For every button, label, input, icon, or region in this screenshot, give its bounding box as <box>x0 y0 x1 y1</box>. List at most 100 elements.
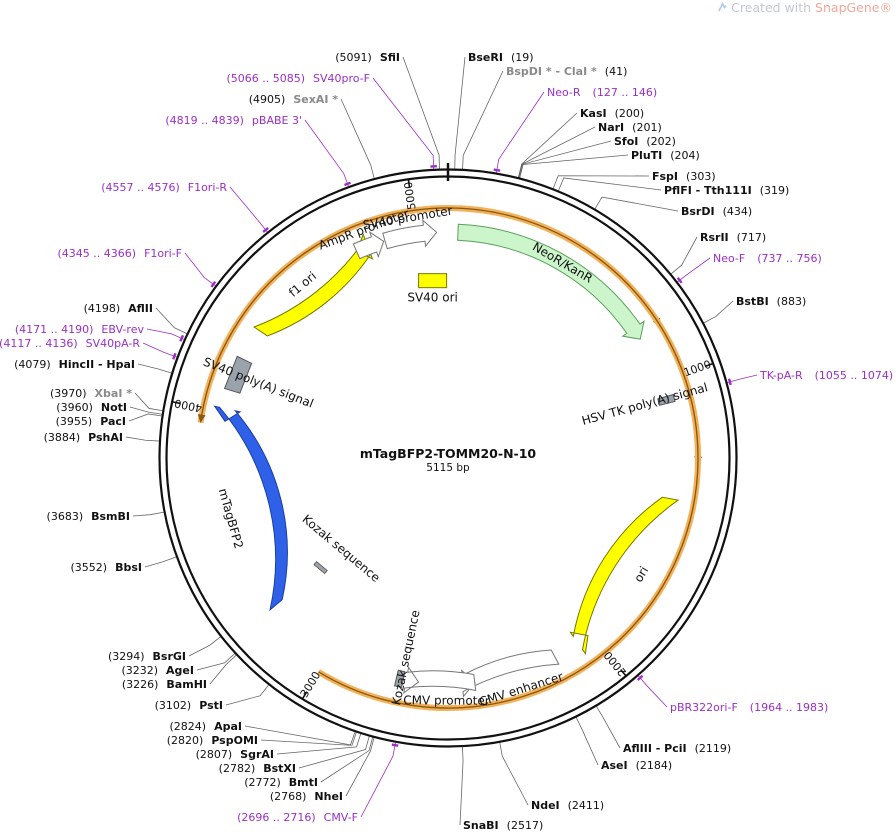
enzyme-leader <box>552 175 650 189</box>
feature-ampr-promoter[interactable] <box>352 230 385 260</box>
primer-name: Neo-R <box>547 86 581 99</box>
enzyme-site-agei[interactable]: (3232)AgeI <box>121 664 194 677</box>
enzyme-site-pspomi[interactable]: (2820)PspOMI <box>167 734 258 747</box>
enzyme-site-bmti[interactable]: (2772)BmtI <box>244 776 318 789</box>
enzyme-site-xbai[interactable]: (3970)XbaI * <box>50 387 132 400</box>
enzyme-leader <box>345 737 375 797</box>
enzyme-site-ndei[interactable]: NdeI(2411) <box>531 799 604 812</box>
primer-site-mark <box>210 280 217 288</box>
feature-hsv-tk-poly-a-signal[interactable] <box>657 393 676 406</box>
enzyme-leader <box>209 654 237 685</box>
enzyme-name: BseRI <box>468 51 503 64</box>
enzyme-name: PspOMI <box>211 734 258 747</box>
primer-site-mark <box>172 352 177 360</box>
enzyme-leader <box>144 556 177 568</box>
enzyme-site-noti[interactable]: (3960)NotI <box>56 401 127 414</box>
enzyme-site-bsrgi[interactable]: (3294)BsrGI <box>108 650 186 663</box>
primer-leader <box>677 257 711 283</box>
enzyme-position: (19) <box>511 51 534 64</box>
feature-kozak-sequence[interactable] <box>393 669 406 688</box>
tick-label: 1000 <box>682 358 713 380</box>
tick-label: 4000 <box>173 396 203 414</box>
tick-mark <box>301 691 308 699</box>
feature-sv40-promoter[interactable] <box>382 219 438 250</box>
feature-mtagbfp2[interactable] <box>213 405 288 612</box>
primer-site-tk-pa-r[interactable]: TK-pA-R(1055 .. 1074) <box>759 369 893 382</box>
feature-kozak-sequence-inner[interactable] <box>313 560 328 575</box>
feature-cmv-promoter[interactable] <box>403 666 477 695</box>
enzyme-position: (883) <box>777 295 807 308</box>
enzyme-site-nari[interactable]: NarI(201) <box>598 121 662 134</box>
primer-site-mark <box>636 674 644 681</box>
enzyme-site-fspi[interactable]: FspI(303) <box>652 170 716 183</box>
enzyme-site-bsrdi[interactable]: BsrDI(434) <box>681 205 752 218</box>
primer-site-neo-r[interactable]: Neo-R(127 .. 146) <box>547 86 657 99</box>
enzyme-site-asei[interactable]: AseI(2184) <box>601 759 672 772</box>
primer-leader <box>637 675 668 708</box>
enzyme-site-bstbi[interactable]: BstBI(883) <box>736 295 806 308</box>
enzyme-site-snabi[interactable]: SnaBI(2517) <box>463 819 543 832</box>
enzyme-site-bbsi[interactable]: (3552)BbsI <box>71 561 142 574</box>
enzyme-name: BsrDI <box>681 205 715 218</box>
enzyme-site-sfoi[interactable]: SfoI(202) <box>614 135 676 148</box>
enzyme-name: NheI <box>314 790 343 803</box>
primer-site-pbr322ori-f[interactable]: pBR322ori-F(1964 .. 1983) <box>670 701 828 714</box>
primer-site-f1ori-f[interactable]: (4345 .. 4366)F1ori-F <box>58 247 183 260</box>
enzyme-site-psti[interactable]: (3102)PstI <box>155 699 223 712</box>
primer-site-pbabe-3[interactable]: (4819 .. 4839)pBABE 3' <box>165 114 302 127</box>
enzyme-site-nhei[interactable]: (2768)NheI <box>270 790 343 803</box>
enzyme-name: PflFI - Tth111I <box>664 184 752 197</box>
primer-site-f1ori-r[interactable]: (4557 .. 4576)F1ori-R <box>101 181 227 194</box>
enzyme-site-hincii-hpai[interactable]: (4079)HincII - HpaI <box>14 358 135 371</box>
enzyme-leader <box>137 363 172 374</box>
feature-sv40-poly-a-signal[interactable] <box>223 355 253 394</box>
enzyme-site-afliii-pcii[interactable]: AflIII - PciI(2119) <box>623 742 731 755</box>
enzyme-name: BspDI * - ClaI * <box>506 65 597 78</box>
primer-site-mark <box>727 378 732 386</box>
primer-site-neo-f[interactable]: Neo-F(737 .. 756) <box>713 252 822 265</box>
enzyme-site-sgrai[interactable]: (2807)SgrAI <box>196 748 274 761</box>
enzyme-site-aflii[interactable]: (4198)AflII <box>84 302 153 315</box>
enzyme-site-sfii[interactable]: (5091)SfiI <box>335 51 400 64</box>
primer-leader <box>372 77 435 170</box>
orf-arc-core <box>199 207 699 709</box>
enzyme-site-rsrii[interactable]: RsrII(717) <box>700 231 766 244</box>
primer-name: TK-pA-R <box>759 369 803 382</box>
enzyme-site-kasi[interactable]: KasI (200) <box>580 107 644 120</box>
feature-label-mtagbfp2: mTagBFP2 <box>216 487 246 550</box>
enzyme-leader <box>402 56 440 170</box>
enzyme-name: FspI <box>652 170 678 183</box>
enzyme-position: (200) <box>615 107 645 120</box>
enzyme-leader <box>558 177 662 192</box>
enzyme-name: KasI <box>580 107 607 120</box>
feature-sv40-ori[interactable] <box>418 273 448 289</box>
enzyme-site-bstxi[interactable]: (2782)BstXI <box>219 762 296 775</box>
primer-name: pBR322ori-F <box>670 701 738 714</box>
enzyme-site-pshai[interactable]: (3884)PshAI <box>44 431 123 444</box>
enzyme-site-bseri[interactable]: BseRI (19) <box>468 51 534 64</box>
enzyme-site-pluti[interactable]: PluTI(204) <box>631 149 700 162</box>
enzyme-position: (202) <box>646 135 676 148</box>
plasmid-name: mTagBFP2-TOMM20-N-10 <box>360 446 537 461</box>
feature-label-sv40-poly-a-signal: SV40 poly(A) signal <box>201 355 315 411</box>
primer-site-sv40pa-r[interactable]: (4117 .. 4136)SV40pA-R <box>0 337 140 350</box>
enzyme-name: BamHI <box>166 678 207 691</box>
enzyme-site-bamhi[interactable]: (3226)BamHI <box>122 678 207 691</box>
feature-label-sv40-ori: SV40 ori <box>407 291 458 305</box>
enzyme-site-sexai[interactable]: (4905)SexAI * <box>249 93 338 106</box>
primer-site-cmv-f[interactable]: (2696 .. 2716)CMV-F <box>237 811 358 824</box>
primer-leader <box>360 742 396 818</box>
feature-ori[interactable] <box>569 496 680 655</box>
primer-site-sv40pro-f[interactable]: (5066 .. 5085)SV40pro-F <box>226 72 370 85</box>
enzyme-leader <box>575 716 599 766</box>
enzyme-name: ApaI <box>214 720 242 733</box>
enzyme-site-apai[interactable]: (2824)ApaI <box>170 720 242 733</box>
enzyme-site-paci[interactable]: (3955)PacI <box>56 415 126 428</box>
enzyme-site-bspdi-clai[interactable]: BspDI * - ClaI *(41) <box>506 65 627 78</box>
enzyme-leader <box>594 196 679 212</box>
feature-neor-kanr[interactable] <box>457 223 645 340</box>
enzyme-site-bsmbi[interactable]: (3683)BsmBI <box>47 510 130 523</box>
enzyme-site-pflfi-tth111i[interactable]: PflFI - Tth111I(319) <box>664 184 789 197</box>
primer-site-ebv-rev[interactable]: (4171 .. 4190)EBV-rev <box>15 323 145 336</box>
